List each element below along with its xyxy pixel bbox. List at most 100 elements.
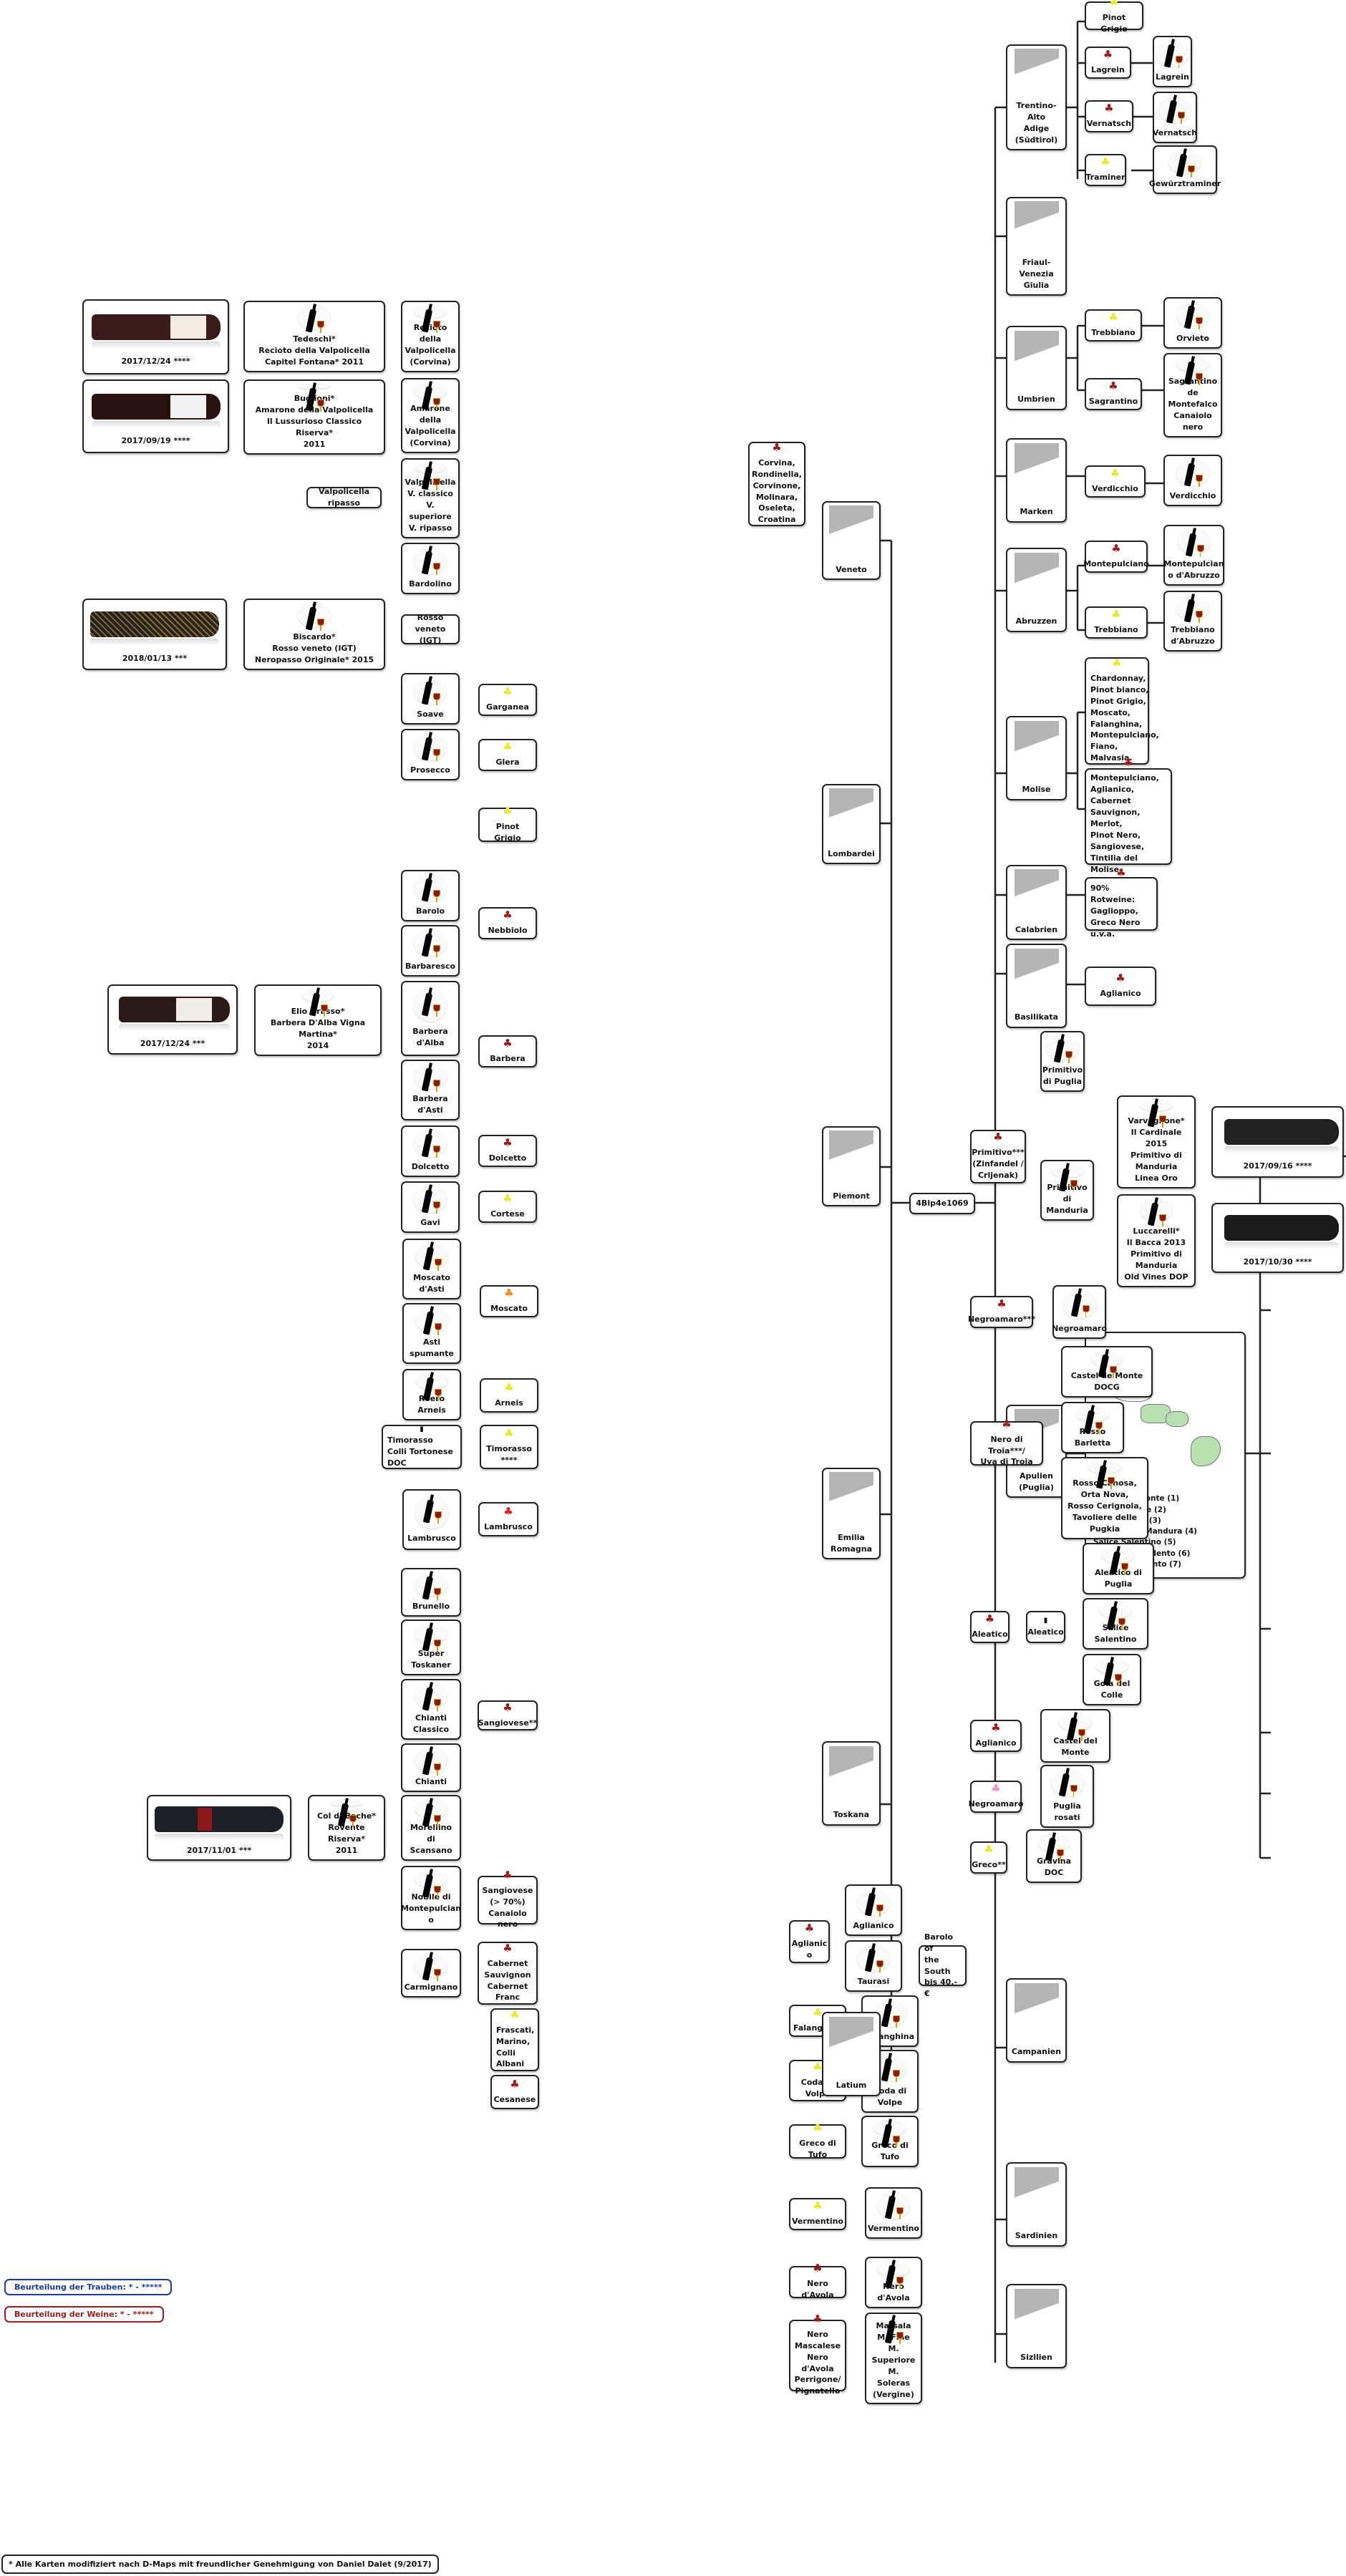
grape-cabernet[interactable]: ♣Cabernet Sauvignon Cabernet Franc — [478, 1942, 538, 2005]
wine-primitivo-manduria[interactable]: Primitivo di Manduria — [1040, 1160, 1094, 1221]
region-toskana[interactable]: Toskana — [822, 1741, 881, 1826]
wine-vermentino[interactable]: Vermentino — [865, 2187, 922, 2239]
wine-puglia-rosati[interactable]: Puglia rosati — [1040, 1765, 1094, 1828]
photo-elio-grasso[interactable]: 2017/12/24 *** — [107, 984, 238, 1055]
grape-traminer[interactable]: ♣Traminer — [1085, 154, 1126, 186]
grape-timorasso[interactable]: ♣Timorasso **** — [480, 1425, 538, 1469]
grape-sangiovese-70[interactable]: ♣Sangiovese (> 70%) Canaiolo nero — [478, 1869, 538, 1929]
photo-buglioni[interactable]: 2017/09/19 **** — [82, 379, 229, 453]
grape-nero-davola[interactable]: ♣Nero d'Avola — [789, 2263, 846, 2300]
region-abruzzen[interactable]: Abruzzen — [1006, 548, 1067, 632]
region-campanien[interactable]: Campanien — [1006, 1978, 1067, 2063]
grape-latium-white[interactable]: ♣Frascati, Marino, Colli Albani — [490, 2008, 539, 2071]
wine-gewurztraminer[interactable]: Gewürztraminer — [1149, 145, 1221, 194]
grape-sagrantino[interactable]: ♣Sagrantino — [1085, 378, 1142, 410]
photo-biscardo[interactable]: 2018/01/13 *** — [82, 599, 227, 670]
grape-cesanese[interactable]: ♣Cesanese — [490, 2075, 539, 2109]
region-molise[interactable]: Molise — [1006, 716, 1067, 800]
wine-gravina[interactable]: Gravina DOC — [1026, 1829, 1082, 1883]
wine-vernatsch[interactable]: Vernatsch — [1153, 92, 1197, 143]
tasted-biscardo[interactable]: Biscardo* Rosso veneto (IGT) Neropasso O… — [243, 599, 385, 670]
wine-chianti[interactable]: Chianti — [401, 1743, 461, 1792]
tasted-tedeschi[interactable]: Tedeschi* Recioto della Valpolicella Cap… — [243, 301, 385, 372]
grape-primitivo[interactable]: ♣Primitivo*** (Zinfandel / Crljenak) — [970, 1130, 1026, 1183]
grape-glera[interactable]: ♣Glera — [478, 739, 537, 771]
wine-aleatico-puglia[interactable]: Aleatico di Puglia — [1083, 1543, 1154, 1594]
region-basilikata[interactable]: Basilikata — [1006, 944, 1067, 1028]
wine-barbera-alba[interactable]: Barbera d'Alba — [401, 981, 460, 1056]
note-barolo-south[interactable]: Barolo of the South bis 40.- € — [919, 1932, 967, 1998]
grape-lagrein[interactable]: ♣Lagrein — [1085, 47, 1131, 79]
tasted-luccarelli[interactable]: Luccarelli* Il Bacca 2013 Primitivo di M… — [1117, 1194, 1196, 1287]
wine-timorasso[interactable]: ▮Timorasso Colli Tortonese DOC — [382, 1425, 462, 1469]
wine-aleatico[interactable]: ▮Aleatico — [1026, 1611, 1065, 1643]
wine-amarone[interactable]: Amarone della Valpolicella (Corvina) — [401, 378, 460, 453]
grape-moscato[interactable]: ♣Moscato — [480, 1285, 538, 1317]
wine-soave[interactable]: Soave — [401, 673, 460, 725]
wine-verdicchio[interactable]: Verdicchio — [1163, 455, 1222, 506]
grape-vernatsch[interactable]: ♣Vernatsch — [1085, 100, 1133, 132]
wine-moscato-asti[interactable]: Moscato d'Asti — [402, 1239, 461, 1299]
wine-recioto[interactable]: Recioto della Valpolicella (Corvina) — [401, 301, 460, 372]
wine-sagrantino[interactable]: Sagrantino de Montefalco Canaiolo nero — [1163, 353, 1222, 437]
wine-asti-spumante[interactable]: Asti spumante — [402, 1303, 461, 1364]
wine-barolo[interactable]: Barolo — [401, 870, 460, 921]
grape-molise-red[interactable]: ♣Montepulciano, Aglianico, Cabernet Sauv… — [1085, 757, 1172, 874]
wine-super-toskaner[interactable]: Super Toskaner — [401, 1619, 461, 1675]
grape-dolcetto[interactable]: ♣Dolcetto — [478, 1135, 537, 1167]
grape-greco[interactable]: ♣Greco** — [970, 1841, 1007, 1874]
photo-col-di-bache[interactable]: 2017/11/01 *** — [147, 1795, 291, 1861]
grape-veneto-red[interactable]: ♣Corvina, Rondinella, Corvinone, Molinar… — [748, 442, 805, 526]
wine-rosso-canosa[interactable]: Rosso Canosa, Orta Nova, Rosso Cerignola… — [1061, 1457, 1148, 1539]
wine-lagrein[interactable]: Lagrein — [1153, 36, 1192, 87]
wine-montepulciano-abruzzo[interactable]: Montepulcian o d'Abruzzo — [1163, 525, 1224, 586]
wine-trebbiano-abruzzo[interactable]: Trebbiano d'Abruzzo — [1163, 591, 1222, 652]
photo-tedeschi[interactable]: 2017/12/24 **** — [82, 299, 229, 374]
wine-salice-salentino[interactable]: Salice Salentino — [1083, 1598, 1148, 1650]
wine-orvieto[interactable]: Orvieto — [1163, 297, 1222, 349]
grape-barbera[interactable]: ♣Barbera — [478, 1035, 537, 1067]
tasted-col-di-bache[interactable]: Col di Bache* Rovente Riserva* 2011 — [308, 1795, 385, 1861]
wine-valpolicella[interactable]: Valpolicella V. classico V. superiore V.… — [401, 458, 460, 538]
grape-negroamaro[interactable]: ♣Negroamaro*** — [968, 1296, 1035, 1328]
wine-castel-del-monte[interactable]: Castel del Monte — [1040, 1709, 1110, 1763]
wine-nero-davola[interactable]: Nero d'Avola — [865, 2257, 922, 2308]
wine-castel-de-monte[interactable]: Castel de Monte DOCG — [1061, 1346, 1153, 1398]
wine-greco-di-tufo[interactable]: Greco di Tufo — [861, 2116, 919, 2167]
wine-primitivo-puglia[interactable]: Primitivo di Puglia — [1040, 1031, 1085, 1092]
grape-aglianico-apulien[interactable]: ♣Aglianico — [970, 1720, 1022, 1752]
wine-lambrusco[interactable]: Lambrusco — [402, 1489, 461, 1550]
grape-greco-di-tufo[interactable]: ♣Greco di Tufo — [789, 2122, 846, 2159]
region-emilia[interactable]: Emilia Romagna — [822, 1468, 881, 1559]
grape-nero-di-troia[interactable]: ♣Nero di Troia***/ Uva di Troia — [970, 1418, 1043, 1466]
wine-goia-del-colle[interactable]: Goia del Colle — [1083, 1654, 1141, 1705]
wine-gavi[interactable]: Gavi — [401, 1181, 460, 1233]
grape-pinot-grigio[interactable]: ♣Pinot Grigio — [1085, 0, 1143, 34]
wine-barbera-asti[interactable]: Barbera d'Asti — [401, 1060, 460, 1120]
region-friaul[interactable]: Friaul- Venezia Giulia — [1006, 197, 1067, 296]
photo-luccarelli[interactable]: 2017/10/30 **** — [1211, 1203, 1344, 1273]
grape-lambrusco[interactable]: ♣Lambrusco — [478, 1502, 538, 1536]
wine-morellino[interactable]: Morellino di Scansano — [401, 1795, 461, 1861]
grape-sangiovese[interactable]: ♣Sangiovese** — [478, 1700, 538, 1730]
wine-brunello[interactable]: Brunello — [401, 1568, 461, 1617]
tasted-buglioni[interactable]: Buglioni* Amarone della Valpolicella Il … — [243, 379, 385, 455]
wine-chianti-classico[interactable]: Chianti Classico — [401, 1679, 461, 1740]
region-latium[interactable]: Latium — [822, 2012, 881, 2096]
wine-dolcetto[interactable]: Dolcetto — [401, 1125, 460, 1177]
grape-pinot-grigio-lombardei[interactable]: ♣Pinot Grigio — [478, 805, 537, 843]
wine-carmignano[interactable]: Carmignano — [401, 1949, 461, 1998]
grape-trebbiano-umbrien[interactable]: ♣Trebbiano — [1085, 309, 1142, 342]
wine-aglianico[interactable]: Aglianico — [845, 1884, 902, 1936]
grape-montepulciano[interactable]: ♣Montepulciano — [1083, 541, 1149, 573]
region-sardinien[interactable]: Sardinien — [1006, 2162, 1067, 2247]
region-veneto[interactable]: Veneto — [822, 501, 881, 580]
wine-prosecco[interactable]: Prosecco — [401, 729, 460, 780]
grape-verdicchio[interactable]: ♣Verdicchio — [1085, 465, 1146, 498]
wine-roero-arneis[interactable]: Roero Arneis — [402, 1369, 461, 1420]
wine-rosso-veneto[interactable]: Rosso veneto (IGT) — [401, 613, 460, 645]
wine-nobile[interactable]: Nobile di Montepulcian o — [401, 1866, 461, 1930]
region-trentino[interactable]: Trentino-Alto Adige (Südtirol) — [1006, 44, 1067, 150]
region-calabrien[interactable]: Calabrien — [1006, 865, 1067, 940]
wine-rosso-barletta[interactable]: Rosso Barletta — [1061, 1402, 1124, 1453]
